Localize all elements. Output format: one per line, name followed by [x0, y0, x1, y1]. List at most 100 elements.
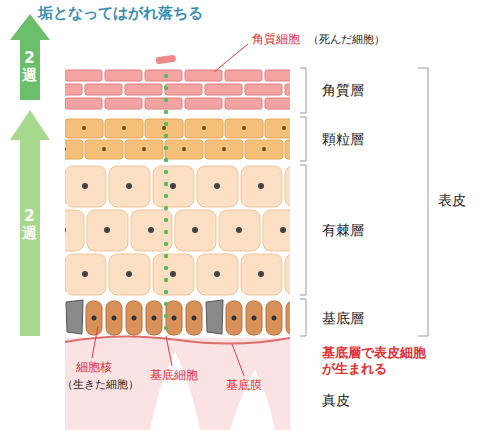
spinous-cell [153, 254, 194, 295]
migration-dot [164, 98, 168, 102]
granular-cell [85, 140, 123, 159]
nucleus [258, 183, 264, 189]
spinous-cell [109, 254, 150, 295]
melanocyte [66, 300, 83, 334]
granular-cell [65, 140, 83, 159]
migration-dot [164, 278, 168, 282]
migration-dot [164, 182, 168, 186]
nucleus [182, 147, 186, 151]
corneocyte [65, 70, 102, 81]
spinous-cell [109, 166, 150, 207]
text-label: （死んだ細胞） [308, 33, 385, 47]
migration-dot [164, 326, 168, 330]
migration-dot [164, 254, 168, 258]
nucleus [192, 316, 197, 321]
migration-dot [164, 86, 168, 90]
text-label: 角質層 [322, 82, 364, 100]
nucleus [82, 126, 86, 130]
up-arrow [10, 110, 50, 336]
corneocyte [65, 98, 102, 109]
nucleus [282, 126, 286, 130]
text-label: 基底層 [322, 310, 364, 328]
corneocyte [265, 98, 290, 109]
spinous-cell [285, 254, 290, 295]
nucleus [232, 316, 237, 321]
basal-cell [226, 301, 242, 335]
nucleus [280, 227, 286, 233]
corneocyte [105, 70, 142, 81]
nucleus [170, 271, 176, 277]
nucleus [65, 147, 66, 151]
migration-dot [164, 134, 168, 138]
nucleus [122, 126, 126, 130]
text-label: 細胞核 [76, 360, 112, 375]
spinous-cell [241, 254, 282, 295]
granular-cell [225, 119, 263, 138]
text-label: 表皮 [438, 192, 466, 210]
migration-dot [164, 266, 168, 270]
leader-line [214, 44, 248, 72]
corneocyte [125, 84, 162, 95]
corneocyte [245, 84, 282, 95]
nucleus [162, 126, 166, 130]
basal-cell [286, 301, 290, 335]
granular-cell [105, 119, 143, 138]
nucleus [65, 227, 66, 233]
spinous-cell [241, 166, 282, 207]
nucleus [92, 316, 97, 321]
spinous-cell [197, 166, 238, 207]
corneocyte [145, 98, 182, 109]
corneocyte [105, 98, 142, 109]
text-label: 顆粒層 [322, 131, 364, 149]
spinous-cell [285, 166, 290, 207]
basal-cell [146, 301, 162, 335]
text-label: 角質細胞 [252, 32, 300, 47]
text-label: 垢となってはがれ落ちる [38, 4, 203, 23]
duration-label: 2週 [22, 50, 37, 83]
nucleus [242, 126, 246, 130]
migration-dot [164, 242, 168, 246]
melanocyte [206, 300, 223, 334]
spinous-cell [65, 254, 106, 295]
nucleus [132, 316, 137, 321]
shed-flake [156, 55, 177, 65]
basal-cell [186, 301, 202, 335]
migration-dot [164, 290, 168, 294]
granular-cell [265, 119, 290, 138]
nucleus [102, 147, 106, 151]
nucleus [252, 316, 257, 321]
basal-cell [266, 301, 282, 335]
spinous-cell [131, 210, 172, 251]
leader-line [92, 326, 98, 358]
nucleus [258, 271, 264, 277]
granular-cell [65, 119, 103, 138]
text-label: 有棘層 [322, 222, 364, 240]
migration-dot [164, 170, 168, 174]
granular-cell [165, 140, 203, 159]
nucleus [172, 316, 177, 321]
nucleus [272, 316, 277, 321]
corneocyte [145, 70, 182, 81]
nucleus [222, 147, 226, 151]
granular-cell [285, 140, 290, 159]
migration-dot [164, 122, 168, 126]
migration-dot [164, 206, 168, 210]
up-arrow [10, 14, 50, 100]
corneocyte [205, 84, 242, 95]
basal-cell [86, 301, 102, 335]
spinous-cell [175, 210, 216, 251]
migration-dot [164, 314, 168, 318]
text-label: 基底層で表皮細胞が生まれる [322, 345, 434, 378]
duration-label: 2週 [22, 208, 37, 241]
basal-cell [126, 301, 142, 335]
nucleus [82, 183, 88, 189]
nucleus [82, 271, 88, 277]
nucleus [236, 227, 242, 233]
spinous-cell [153, 166, 194, 207]
migration-dot [164, 302, 168, 306]
spinous-cell [87, 210, 128, 251]
granular-cell [185, 119, 223, 138]
granular-cell [125, 140, 163, 159]
spinous-cell [219, 210, 260, 251]
corneocyte [185, 70, 222, 81]
